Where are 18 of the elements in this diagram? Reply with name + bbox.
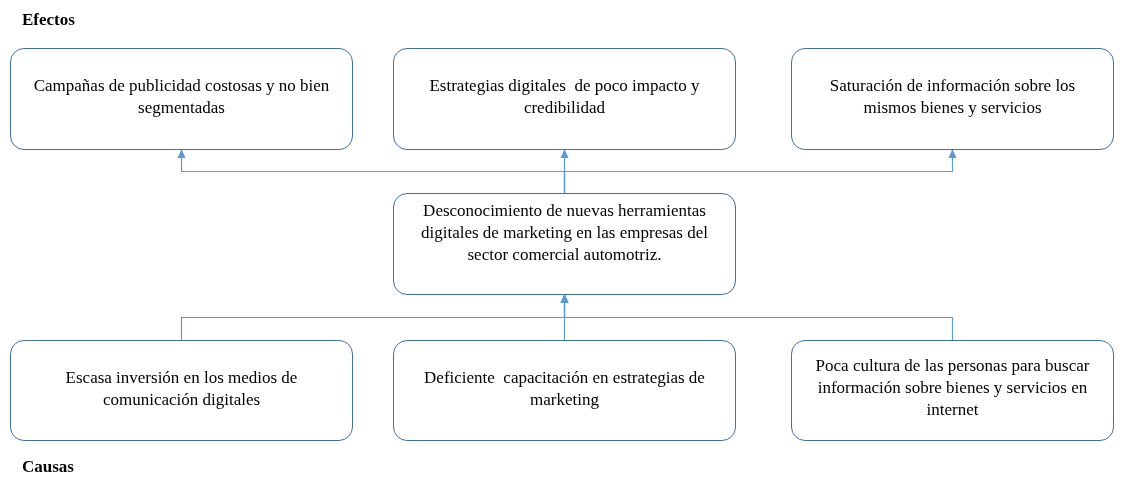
box-text: Desconocimiento de nuevas herramientas digitales de marketing en las empresas del sector comercial automotriz.	[420, 200, 709, 266]
box-text: Poca cultura de las personas para buscar información sobre bienes y servicios en internet	[814, 355, 1091, 421]
connector-arrow	[563, 149, 957, 194]
text-box	[791, 340, 1114, 441]
box-text: Campañas de publicidad costosas y no bien segmentadas	[32, 75, 331, 119]
text-box	[10, 48, 353, 150]
text-box	[393, 193, 736, 295]
box-text: Saturación de información sobre los mismos bienes y servicios	[828, 75, 1077, 119]
text-box	[10, 340, 353, 441]
box-text: Deficiente capacitación en estrategias de marketing	[423, 367, 706, 411]
text-box	[393, 48, 736, 150]
connector-arrow	[560, 294, 954, 341]
box-text: Estrategias digitales de poco impacto y credibilidad	[428, 75, 701, 119]
section-heading: Efectos	[22, 10, 75, 30]
text-box	[393, 340, 736, 441]
box-text: Escasa inversión en los medios de comunicación digitales	[64, 367, 299, 411]
section-heading: Causas	[22, 457, 74, 477]
text-box	[791, 48, 1114, 150]
